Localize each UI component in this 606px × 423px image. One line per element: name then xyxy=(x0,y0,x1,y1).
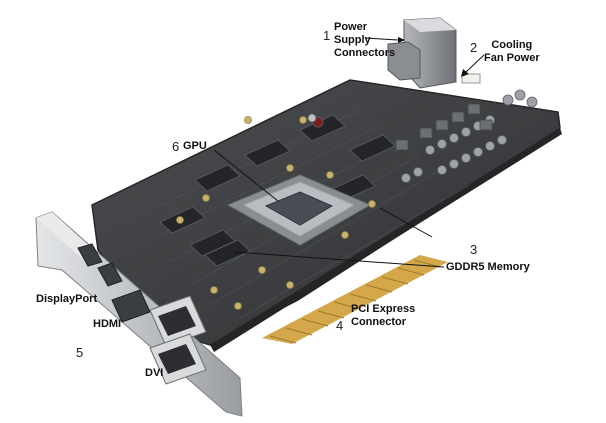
power-connectors xyxy=(387,17,457,89)
pci-line-1: PCI Express xyxy=(351,303,416,315)
label-1-number: 1 xyxy=(323,28,331,43)
label-3-number: 3 xyxy=(470,242,478,257)
label-dvi: DVI xyxy=(145,367,164,379)
fan-line-1: Cooling xyxy=(491,39,533,51)
leader-lines xyxy=(213,37,485,268)
mounting-holes xyxy=(176,116,376,310)
pci-express-gold-fingers xyxy=(262,255,448,344)
label-5-number: 5 xyxy=(76,345,84,360)
label-4-number: 4 xyxy=(336,318,344,333)
fan-line-2: Fan Power xyxy=(484,52,540,64)
label-6-number: 6 xyxy=(172,139,180,154)
label-hdmi: HDMI xyxy=(93,318,122,330)
capacitors xyxy=(307,89,538,183)
label-2-number: 2 xyxy=(470,40,478,55)
fan-power-connector xyxy=(461,73,481,84)
display-outputs xyxy=(77,243,207,385)
label-pci-express-connector: PCI Express Connector xyxy=(351,303,415,329)
label-gpu: GPU xyxy=(183,140,207,152)
power-line-3: Connectors xyxy=(334,47,396,59)
pci-line-2: Connector xyxy=(351,316,406,328)
label-cooling-fan-power: Cooling Fan Power xyxy=(484,39,540,65)
label-power-supply-connectors: Power Supply Connectors xyxy=(334,21,395,60)
label-displayport: DisplayPort xyxy=(36,293,98,305)
label-gddr5-memory: GDDR5 Memory xyxy=(446,261,530,273)
power-line-1: Power xyxy=(334,21,368,33)
vrm-chokes xyxy=(395,103,493,151)
power-line-2: Supply xyxy=(334,34,371,46)
